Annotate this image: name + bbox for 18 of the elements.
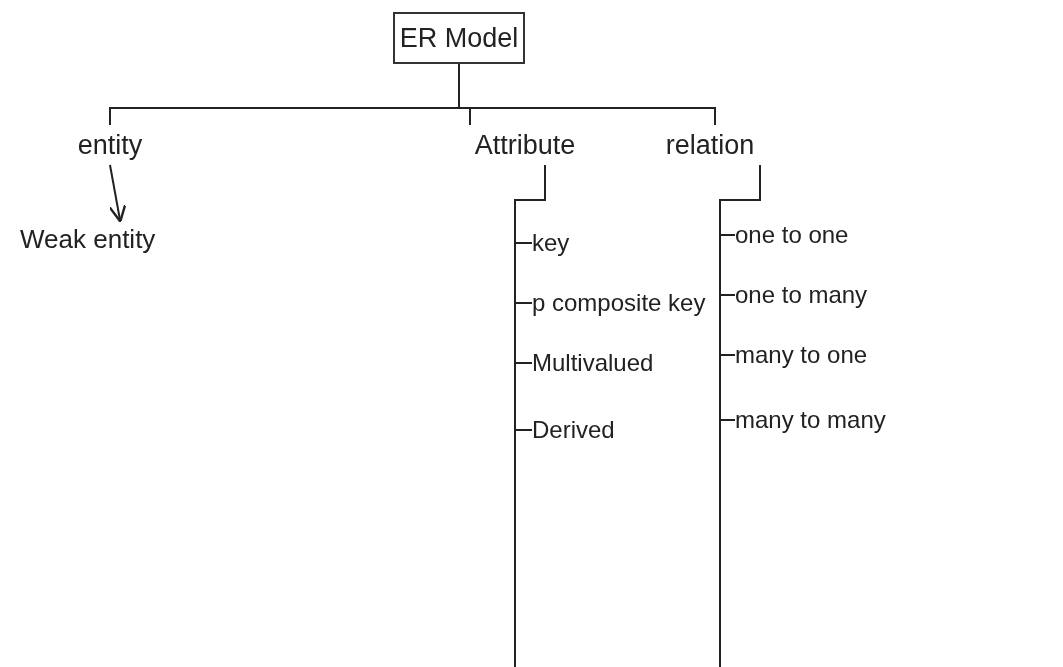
node-label: entity bbox=[77, 129, 143, 161]
box-title: ER Model bbox=[399, 22, 519, 54]
node-label: p composite key bbox=[532, 289, 706, 317]
title-box bbox=[393, 12, 525, 64]
arrow bbox=[108, 164, 127, 223]
node-label: Multivalued bbox=[532, 349, 654, 377]
node-label: many to many bbox=[735, 406, 886, 434]
node-label: one to one bbox=[735, 221, 849, 249]
node-label: relation bbox=[665, 129, 755, 161]
connector-line bbox=[458, 63, 716, 126]
node-label: Attribute bbox=[474, 129, 576, 161]
connector-line bbox=[514, 164, 546, 431]
node-label: key bbox=[532, 229, 570, 257]
connector-line bbox=[719, 164, 761, 421]
node-label: one to many bbox=[735, 281, 868, 309]
node-label: many to one bbox=[735, 341, 868, 369]
node-label: Weak entity bbox=[20, 223, 156, 255]
node-label: Derived bbox=[532, 416, 615, 444]
